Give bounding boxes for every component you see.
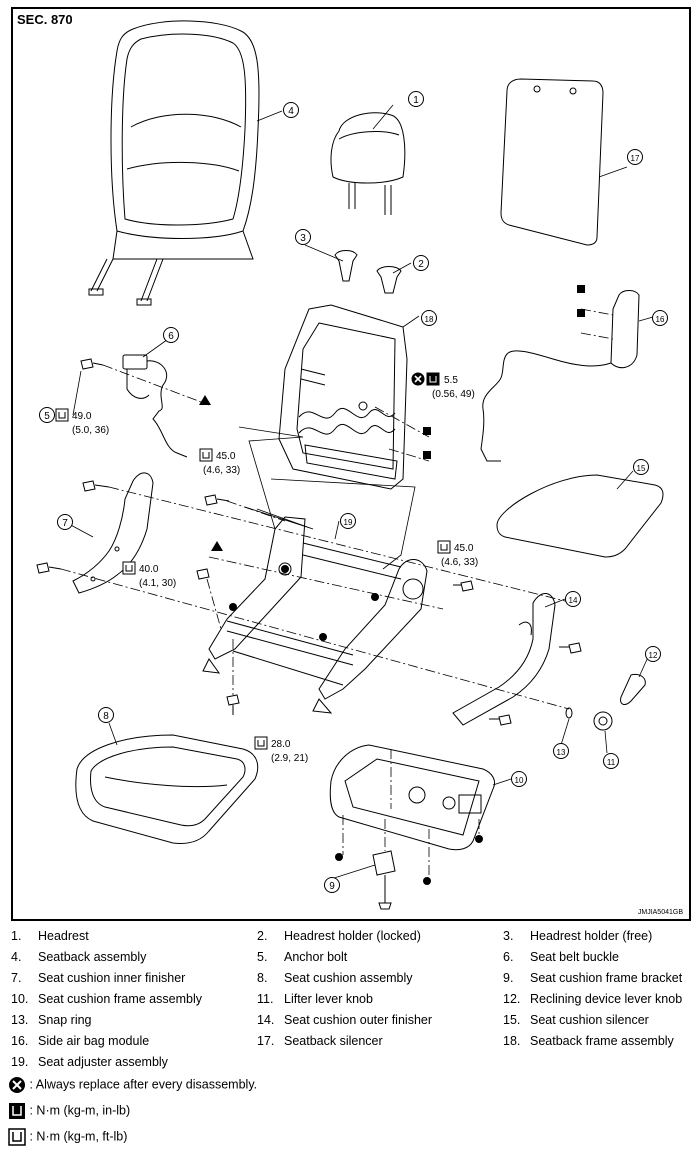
- seatback-silencer: [500, 78, 604, 246]
- seat-cushion-frame-bracket: [372, 850, 396, 910]
- headrest: [330, 112, 406, 215]
- symbol-in-lb-row: : N·m (kg-m, in-lb): [8, 1102, 130, 1120]
- callout-13: 13: [557, 748, 566, 757]
- replace-icon: [411, 372, 425, 386]
- replace-icon: [9, 1077, 25, 1093]
- routing-lines: [238, 426, 416, 570]
- callout-10: 10: [515, 776, 524, 785]
- leader-lines: [66, 104, 654, 880]
- torque-4-sub: (4.6, 33): [441, 557, 478, 568]
- torque-symbols: [55, 372, 451, 750]
- snap-ring: [565, 707, 573, 719]
- symbol-replace-text: : Always replace after every disassembly…: [29, 1077, 258, 1092]
- callout-11: 11: [607, 758, 616, 767]
- torque-in-lb-icon: [426, 372, 440, 386]
- torque-2-sub: (0.56, 49): [432, 389, 475, 400]
- seat-cushion-silencer: [496, 474, 664, 558]
- symbol-replace-row: : Always replace after every disassembly…: [8, 1076, 257, 1094]
- exploded-view-figure: SEC. 870 JMJIA5041GB: [11, 7, 691, 921]
- diagram-drawing: 1 4 17 3 2 6 18 16 5 15 7 19 14 12 8 13 …: [36, 20, 668, 910]
- callout-14: 14: [569, 596, 578, 605]
- torque-2-value: 5.5: [444, 375, 458, 386]
- torque-6-sub: (2.9, 21): [271, 753, 308, 764]
- torque-4-value: 45.0: [454, 543, 474, 554]
- callout-9: 9: [329, 881, 335, 892]
- torque-3-value: 45.0: [216, 451, 236, 462]
- callout-17: 17: [631, 154, 640, 163]
- torque-1-sub: (5.0, 36): [72, 425, 109, 436]
- seat-adjuster-assembly: [202, 516, 428, 714]
- torque-ft-lb-icon: [122, 561, 136, 575]
- callout-2: 2: [418, 259, 424, 270]
- torque-5-value: 40.0: [139, 564, 159, 575]
- torque-3-sub: (4.6, 33): [203, 465, 240, 476]
- callout-labels: 1 4 17 3 2 6 18 16 5 15 7 19 14 12 8 13 …: [44, 95, 665, 892]
- symbol-ft-lb-text: : N·m (kg-m, ft-lb): [29, 1129, 128, 1144]
- callout-15: 15: [637, 464, 646, 473]
- torque-1-value: 49.0: [72, 411, 92, 422]
- headrest-holders: [334, 250, 402, 294]
- torque-ft-lb-icon: [55, 408, 69, 422]
- torque-values: 49.0 (5.0, 36) 5.5 (0.56, 49) 45.0 (4.6,…: [72, 375, 478, 764]
- callout-3: 3: [300, 233, 306, 244]
- callout-4: 4: [288, 106, 294, 117]
- section-label: SEC. 870: [17, 12, 73, 27]
- figure-id: JMJIA5041GB: [637, 909, 683, 916]
- callout-circles: [39, 91, 668, 893]
- callout-12: 12: [649, 651, 658, 660]
- torque-5-sub: (4.1, 30): [139, 578, 176, 589]
- callout-7: 7: [62, 518, 68, 529]
- seat-belt-buckle: [122, 354, 188, 458]
- lifter-lever-knob: [593, 711, 613, 731]
- markers: [199, 285, 585, 885]
- seat-cushion-frame-assembly: [329, 744, 496, 851]
- callout-6: 6: [168, 331, 174, 342]
- torque-ft-lb-icon: [8, 1128, 26, 1146]
- torque-ft-lb-icon: [254, 736, 268, 750]
- seatback-frame-assembly: [278, 304, 408, 490]
- callout-16: 16: [656, 315, 665, 324]
- torque-ft-lb-icon: [437, 540, 451, 554]
- seat-cushion-assembly: [75, 734, 259, 844]
- symbol-ft-lb-row: : N·m (kg-m, ft-lb): [8, 1128, 127, 1146]
- bolts: [36, 358, 582, 726]
- symbol-in-lb-text: : N·m (kg-m, in-lb): [29, 1103, 131, 1118]
- callout-5: 5: [44, 411, 50, 422]
- callout-19: 19: [344, 518, 353, 527]
- torque-in-lb-icon: [9, 1103, 25, 1119]
- seat-cushion-inner-finisher: [72, 472, 154, 594]
- seatback-assembly: [88, 20, 260, 306]
- seat-cushion-outer-finisher: [452, 593, 556, 726]
- side-air-bag-module: [480, 290, 640, 462]
- alignment-lines: [60, 308, 614, 879]
- torque-ft-lb-icon: [199, 448, 213, 462]
- reclining-lever-knob: [620, 674, 646, 705]
- callout-1: 1: [413, 95, 419, 106]
- callout-18: 18: [425, 315, 434, 324]
- torque-6-value: 28.0: [271, 739, 291, 750]
- callout-8: 8: [103, 711, 109, 722]
